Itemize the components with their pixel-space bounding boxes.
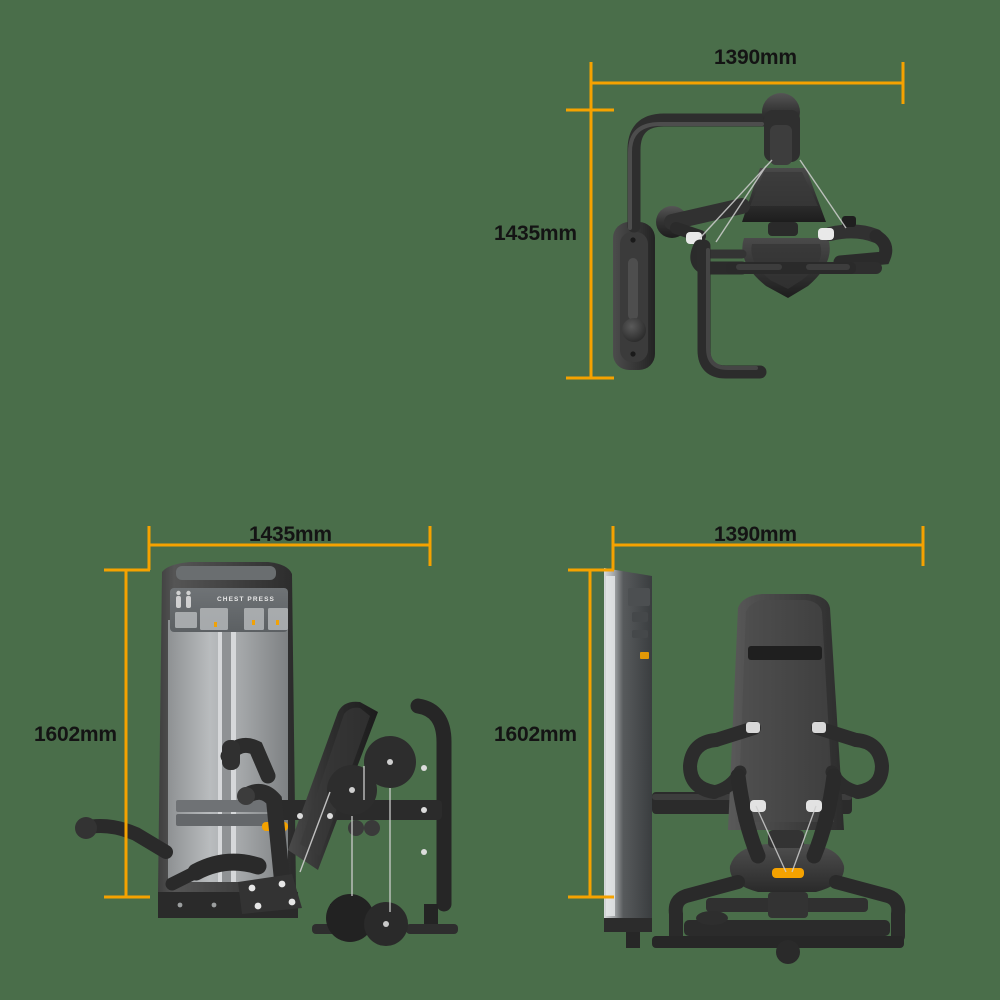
top-view-illustration bbox=[566, 62, 905, 380]
top-view-cross-member bbox=[726, 262, 856, 274]
front-view-right-handle bbox=[806, 721, 890, 864]
side-view-cables bbox=[299, 766, 391, 912]
front-view-width-dimension bbox=[611, 526, 925, 570]
top-view-console bbox=[613, 222, 655, 370]
top-view-frame-tube-highlight bbox=[628, 122, 764, 230]
top-view-foot-tube bbox=[697, 239, 767, 379]
side-view-press-arm bbox=[165, 737, 302, 914]
front-view-adjust-pin bbox=[772, 868, 804, 878]
side-view-height-label: 1602mm bbox=[34, 723, 117, 746]
top-view-seat-back-pad bbox=[742, 168, 826, 236]
front-view-stack-shroud bbox=[604, 568, 652, 948]
side-view-width-label: 1435mm bbox=[249, 523, 332, 546]
side-view-width-dimension bbox=[147, 526, 432, 570]
side-view-fittings bbox=[297, 765, 427, 855]
top-view-width-dimension bbox=[589, 62, 905, 110]
front-view-left-handle bbox=[682, 721, 766, 864]
side-view-decal-title: CHEST PRESS bbox=[217, 596, 275, 603]
front-view-cables bbox=[755, 805, 817, 873]
front-view-base-frame bbox=[652, 868, 906, 964]
top-view-height-dimension bbox=[566, 108, 614, 380]
front-view-illustration bbox=[568, 526, 925, 964]
side-view-illustration: CHEST PRESS bbox=[75, 526, 458, 946]
side-view-foot-lever bbox=[75, 817, 173, 859]
top-view-pivot-hub bbox=[762, 93, 800, 165]
front-view-seat-back bbox=[728, 594, 844, 830]
top-view-width-label: 1390mm bbox=[714, 46, 797, 69]
front-view-height-label: 1602mm bbox=[494, 723, 577, 746]
front-view-height-dimension bbox=[568, 568, 614, 899]
top-view-height-label: 1435mm bbox=[494, 222, 577, 245]
side-view-height-dimension bbox=[104, 568, 150, 899]
side-view-pulleys bbox=[326, 736, 416, 946]
top-view-cables bbox=[699, 159, 847, 243]
front-view-width-label: 1390mm bbox=[714, 523, 797, 546]
